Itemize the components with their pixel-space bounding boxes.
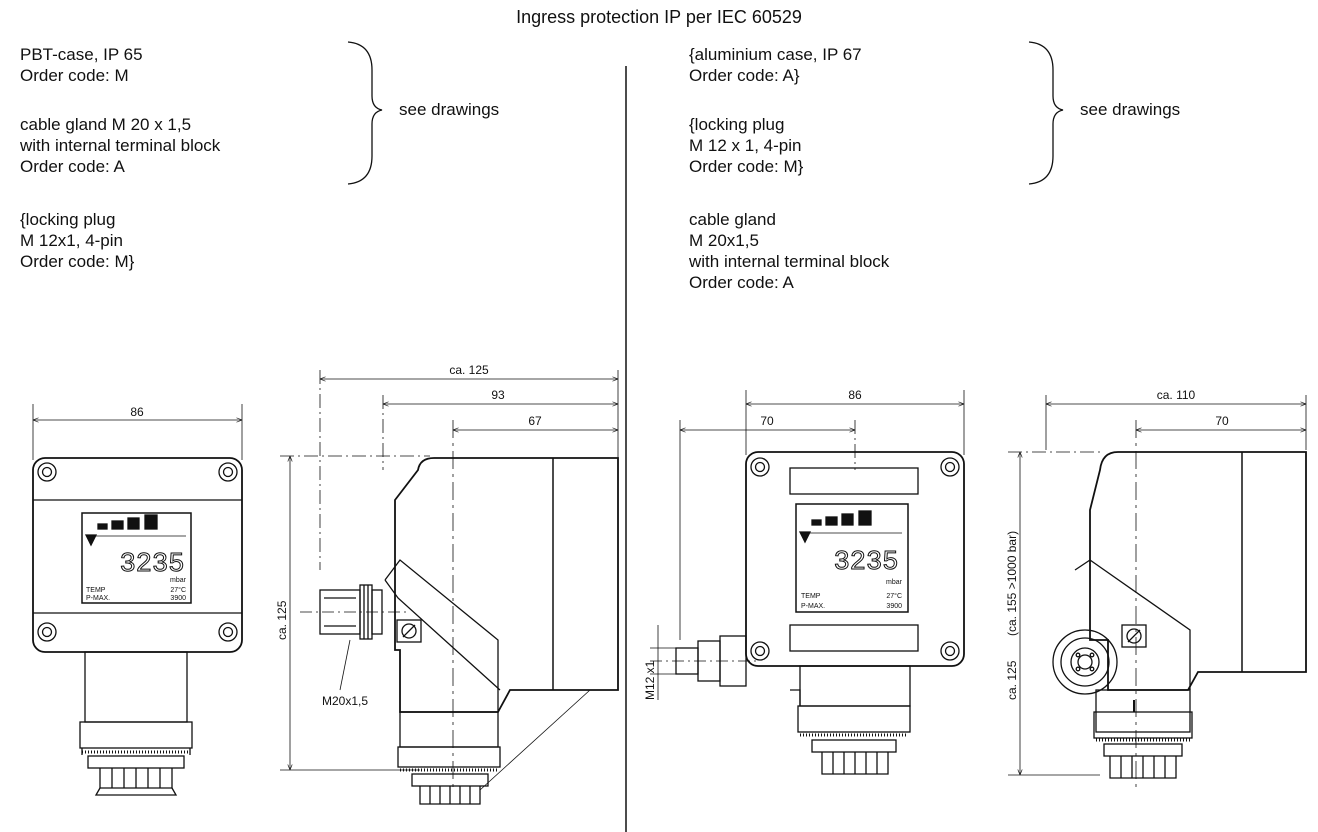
right-display-temp-label: TEMP (801, 593, 821, 600)
left-display-pmax-label: P-MAX. (86, 595, 110, 602)
dim-left-side-93: 93 (491, 388, 505, 402)
right-see-drawings: see drawings (1080, 100, 1181, 119)
right-display-unit: mbar (886, 579, 903, 586)
right-display-value: 3235 (834, 548, 899, 578)
dim-right-front-70: 70 (760, 414, 774, 428)
right-gland-line: with internal terminal block (689, 252, 890, 271)
dim-left-front-width: 86 (130, 405, 144, 419)
dim-right-front-width: 86 (848, 388, 862, 402)
left-gland-line: cable gland M 20 x 1,5 (20, 115, 192, 134)
right-brace (1028, 41, 1064, 185)
left-plug-line: {locking plug (20, 210, 116, 229)
right-gland-line: cable gland (689, 210, 776, 229)
dim-left-side-total: ca. 125 (449, 363, 489, 377)
right-gland-line: M 20x1,5 (689, 231, 759, 250)
left-display-unit: mbar (170, 577, 187, 584)
left-case-line: PBT-case, IP 65 (20, 45, 143, 64)
right-plug-line: {locking plug (689, 115, 785, 134)
left-see-drawings: see drawings (399, 100, 500, 119)
left-display-temp-label: TEMP (86, 587, 106, 594)
page-title: Ingress protection IP per IEC 60529 (516, 7, 802, 27)
dim-left-side-67: 67 (528, 414, 542, 428)
right-front-view: 3235 mbar TEMP 27°C P-MAX. 3900 (650, 390, 965, 775)
right-display-pmax-label: P-MAX. (801, 603, 825, 610)
dim-right-side-height: ca. 125 (1005, 660, 1019, 700)
left-plug-line: Order code: M} (20, 252, 135, 271)
right-plug-line: Order code: M} (689, 157, 804, 176)
right-case-line: {aluminium case, IP 67 (689, 45, 862, 64)
dim-right-plug: M12 x1 (643, 660, 657, 700)
left-display-temp-value: 27°C (170, 586, 186, 594)
right-plug-line: M 12 x 1, 4-pin (689, 136, 802, 155)
left-brace (347, 41, 383, 185)
right-case-line: Order code: A} (689, 66, 800, 85)
dim-left-gland: M20x1,5 (322, 694, 368, 708)
dim-left-side-height: ca. 125 (275, 600, 289, 640)
left-front-view: 3235 mbar TEMP 27°C P-MAX. 3900 (32, 404, 243, 796)
left-case-line: Order code: M (20, 66, 129, 85)
dim-right-side-70: 70 (1215, 414, 1229, 428)
left-side-view (280, 370, 619, 805)
dim-right-side-height-alt: (ca. 155 >1000 bar) (1005, 531, 1019, 636)
right-display-pmax-value: 3900 (886, 603, 902, 610)
left-gland-line: Order code: A (20, 157, 125, 176)
dim-right-side-total: ca. 110 (1157, 388, 1196, 402)
left-plug-line: M 12x1, 4-pin (20, 231, 123, 250)
left-gland-line: with internal terminal block (20, 136, 221, 155)
right-gland-line: Order code: A (689, 273, 794, 292)
left-display-pmax-value: 3900 (170, 595, 186, 602)
right-side-view (1008, 395, 1307, 790)
right-display-temp-value: 27°C (886, 592, 902, 600)
left-display-value: 3235 (120, 550, 185, 580)
